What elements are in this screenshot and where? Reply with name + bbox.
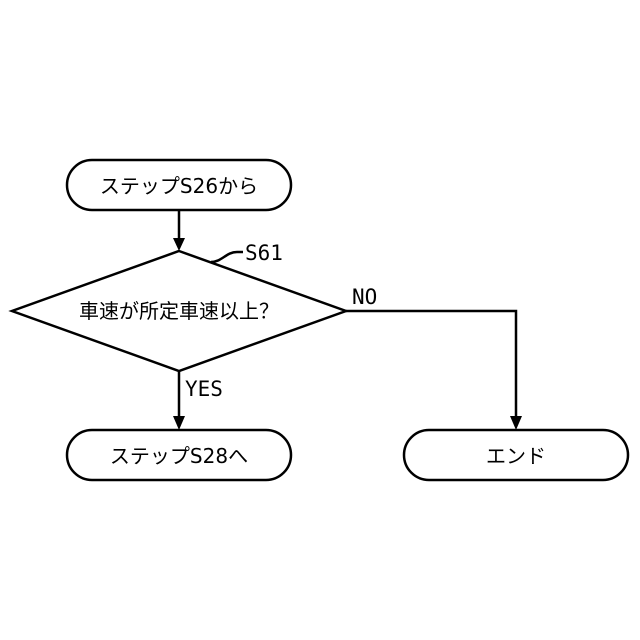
start-terminal-label: ステップS26から <box>100 174 258 198</box>
yes-target-terminal: ステップS28へ <box>67 430 291 480</box>
end-terminal-label: エンド <box>486 444 546 468</box>
decision-node: 車速が所定車速以上？ <box>12 251 346 371</box>
step-id-leader <box>211 252 243 262</box>
connector-no-branch <box>346 311 516 418</box>
end-terminal: エンド <box>404 430 628 480</box>
decision-label: 車速が所定車速以上？ <box>79 299 279 323</box>
arrow-no-branch <box>510 416 522 430</box>
yes-target-terminal-label: ステップS28へ <box>110 444 248 468</box>
arrow-yes-branch <box>173 416 185 430</box>
step-id-label: S61 <box>245 241 283 265</box>
yes-label: YES <box>185 377 223 401</box>
no-label: NO <box>352 285 377 309</box>
arrow-start-to-decision <box>173 238 185 251</box>
start-terminal: ステップS26から <box>67 160 291 210</box>
